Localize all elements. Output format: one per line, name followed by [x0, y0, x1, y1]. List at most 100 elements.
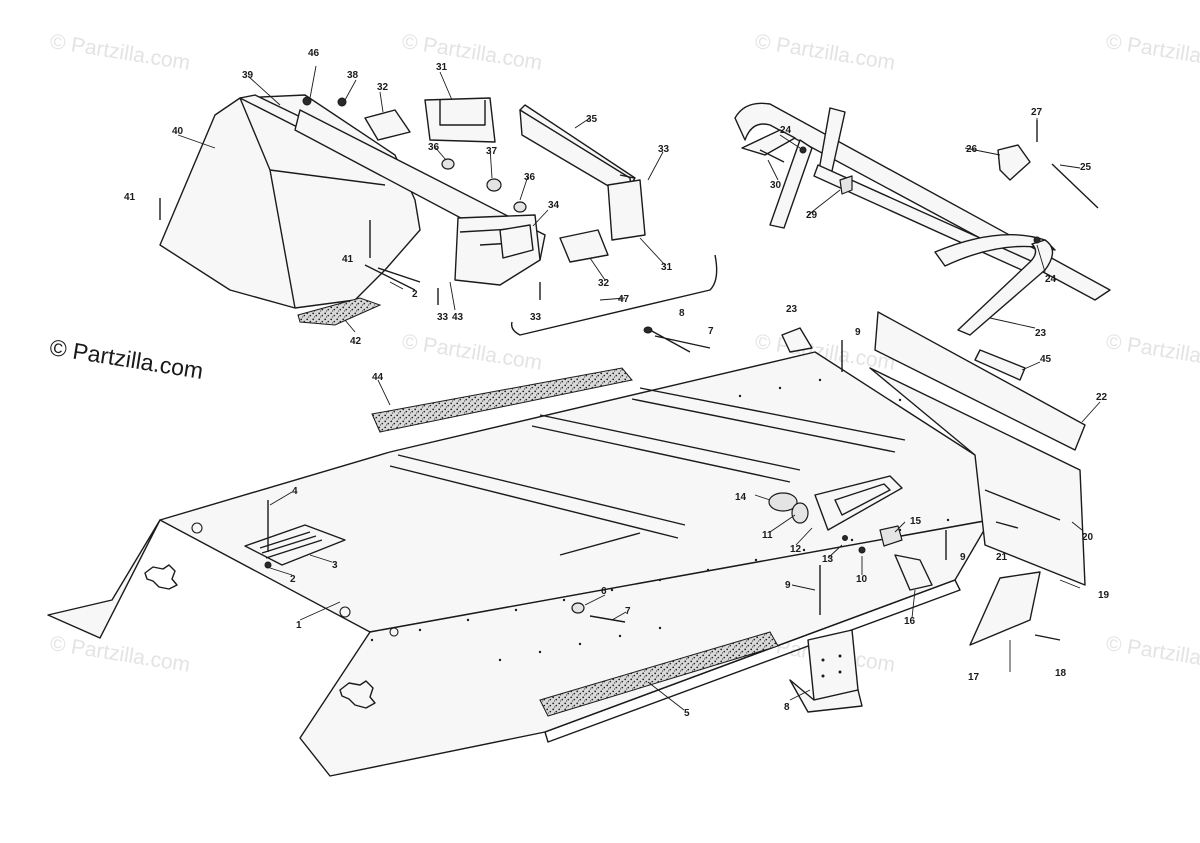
bracket-29: [839, 175, 853, 195]
callout-12: 12: [790, 544, 802, 555]
deck-rib: [631, 398, 896, 453]
bumper-leg-right: [957, 239, 1054, 336]
callout-7: 7: [625, 606, 631, 617]
tunnel-chassis: [47, 351, 991, 777]
bolt-33: [619, 174, 635, 179]
nut-24: [1033, 236, 1041, 244]
bracket-31-side: [607, 179, 646, 241]
callout-11: 11: [762, 530, 773, 541]
callout-23: 23: [786, 304, 798, 315]
bolt-18: [1034, 634, 1061, 641]
callout-42: 42: [350, 336, 362, 347]
callout-6: 6: [601, 586, 607, 597]
deck-rib: [539, 414, 801, 471]
nut-10: [858, 546, 866, 554]
callout-3: 3: [332, 560, 338, 571]
screw-46: [302, 96, 312, 106]
callout-26: 26: [966, 144, 978, 155]
callout-41: 41: [342, 254, 354, 265]
callout-37: 37: [486, 146, 498, 157]
knob-37: [486, 178, 502, 192]
callout-31: 31: [436, 62, 448, 73]
mount-hole: [191, 522, 203, 534]
bracket-23-top: [781, 327, 813, 353]
callout-32: 32: [377, 82, 389, 93]
mount-hole: [339, 606, 351, 618]
callout-24: 24: [1045, 274, 1057, 285]
callout-19: 19: [1098, 590, 1110, 601]
nut-6: [643, 326, 653, 334]
callout-8: 8: [679, 308, 685, 319]
bracket-16: [894, 554, 933, 591]
handle-assembly: [768, 475, 903, 531]
callout-47: 47: [618, 294, 630, 305]
tunnel-left-side: [47, 519, 161, 639]
callout-7: 7: [708, 326, 714, 337]
callout-31: 31: [661, 262, 673, 273]
corner-bracket-17: [969, 571, 1041, 646]
callout-16: 16: [904, 616, 916, 627]
nut-24: [799, 146, 807, 154]
washer-2: [264, 561, 272, 569]
callout-13: 13: [822, 554, 834, 565]
callout-2: 2: [290, 574, 296, 585]
rear-panels: [869, 311, 1086, 586]
side-cutout: [339, 680, 376, 709]
callout-43: 43: [452, 312, 464, 323]
mount-hole: [389, 627, 399, 637]
callout-20: 20: [1082, 532, 1094, 543]
callout-33: 33: [437, 312, 449, 323]
rear-panel-19: [869, 367, 1086, 586]
bracket-31-detail: [439, 100, 486, 126]
bracket-32-side: [559, 229, 609, 263]
callout-18: 18: [1055, 668, 1067, 679]
callout-38: 38: [347, 70, 359, 81]
bolt-7: [589, 615, 626, 623]
rear-bumper: [734, 102, 1111, 381]
bumper-leg-left: [769, 139, 813, 229]
callout-45: 45: [1040, 354, 1052, 365]
panel-crease: [984, 489, 1061, 521]
rear-plate-22: [874, 311, 1086, 451]
deck-rib: [531, 425, 791, 483]
nut-6: [571, 602, 585, 614]
callout-30: 30: [770, 180, 782, 191]
console-assembly: [159, 94, 718, 353]
callout-23: 23: [1035, 328, 1047, 339]
callout-24: 24: [780, 125, 792, 136]
pin-25: [1051, 163, 1099, 209]
callout-9: 9: [855, 327, 861, 338]
callout-1: 1: [296, 620, 302, 631]
callout-41: 41: [124, 192, 136, 203]
deck-rib: [389, 465, 679, 539]
callout-2: 2: [412, 289, 418, 300]
bracket-32-top: [364, 109, 411, 141]
callout-5: 5: [684, 708, 690, 719]
callout-8: 8: [784, 702, 790, 713]
grommet-36: [513, 201, 527, 213]
callout-17: 17: [968, 672, 980, 683]
callout-40: 40: [172, 126, 184, 137]
bracket-26: [997, 144, 1031, 181]
callout-21: 21: [996, 552, 1008, 563]
link-rod-2: [364, 264, 421, 291]
callout-33: 33: [530, 312, 542, 323]
running-board-strip-5: [539, 631, 779, 717]
callout-44: 44: [372, 372, 384, 383]
callout-27: 27: [1031, 107, 1043, 118]
callout-4: 4: [292, 486, 298, 497]
callout-14: 14: [735, 492, 747, 503]
side-cutout: [144, 564, 178, 590]
bracket-34: [499, 224, 534, 259]
grommet-36: [441, 158, 455, 170]
callout-22: 22: [1096, 392, 1108, 403]
callout-32: 32: [598, 278, 610, 289]
deck-rib: [639, 387, 906, 441]
callout-9: 9: [960, 552, 966, 563]
callout-25: 25: [1080, 162, 1092, 173]
trim-42: [297, 297, 382, 326]
callout-labels: 1 2 2 3 4 5 6 7 7 8 8 9 9 9 10 11 12 13 …: [124, 48, 1110, 719]
rod-7: [649, 329, 711, 353]
leader-lines: [177, 65, 1101, 711]
